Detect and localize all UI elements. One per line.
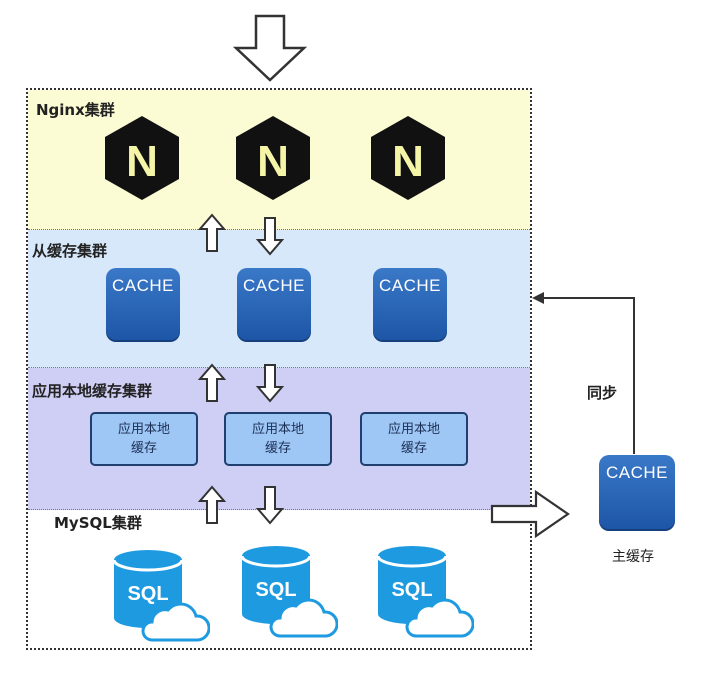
nginx-node-1-icon: N <box>105 116 179 200</box>
slave-cache-2: CACHE <box>237 268 311 342</box>
nginx-node-2-icon: N <box>236 116 310 200</box>
slave-cache-layer-label: 从缓存集群 <box>32 242 108 260</box>
nginx-layer-label: Nginx集群 <box>36 101 115 119</box>
slave-cache-1: CACHE <box>106 268 180 342</box>
nginx-node-2-letter: N <box>257 137 289 186</box>
slave-cache-1-label: CACHE <box>111 276 174 295</box>
cluster-boundary <box>26 88 532 650</box>
nginx-node-3-letter: N <box>392 137 424 186</box>
slave-cache-2-label: CACHE <box>242 276 305 295</box>
mysql-layer-label: MySQL集群 <box>54 514 142 532</box>
local-cache-2-label: 应用本地缓存 <box>251 422 304 456</box>
local-cache-3: 应用本地缓存 <box>360 412 468 466</box>
local-cache-2: 应用本地缓存 <box>224 412 332 466</box>
down-arrow-icon <box>256 217 284 256</box>
local-cache-1: 应用本地缓存 <box>90 412 198 466</box>
local-cache-layer-label: 应用本地缓存集群 <box>32 382 153 400</box>
mysql-node-3-icon: SQL <box>376 546 474 638</box>
incoming-request-arrow-icon <box>232 14 308 82</box>
slave-cache-3-label: CACHE <box>378 276 441 295</box>
master-cache: CACHE <box>599 455 675 531</box>
up-arrow-icon <box>198 213 226 252</box>
sync-connector <box>532 292 635 454</box>
mysql-node-2-label: SQL <box>255 579 296 601</box>
slave-cache-3: CACHE <box>373 268 447 342</box>
down-arrow-icon <box>256 486 284 525</box>
local-cache-1-label: 应用本地缓存 <box>117 422 170 456</box>
mysql-node-3-label: SQL <box>391 579 432 601</box>
mysql-node-1-label: SQL <box>127 583 168 605</box>
nginx-node-1-letter: N <box>126 137 158 186</box>
down-arrow-icon <box>256 364 284 403</box>
up-arrow-icon <box>198 363 226 402</box>
mysql-node-2-icon: SQL <box>240 546 338 638</box>
master-cache-caption: 主缓存 <box>612 549 654 565</box>
up-arrow-icon <box>198 485 226 524</box>
mysql-node-1-icon: SQL <box>112 550 210 642</box>
sync-arrowhead-icon <box>532 292 544 304</box>
right-arrow-icon <box>490 489 570 539</box>
master-cache-label: CACHE <box>605 463 668 482</box>
nginx-node-3-icon: N <box>371 116 445 200</box>
sync-label: 同步 <box>587 384 618 402</box>
local-cache-3-label: 应用本地缓存 <box>387 422 440 456</box>
